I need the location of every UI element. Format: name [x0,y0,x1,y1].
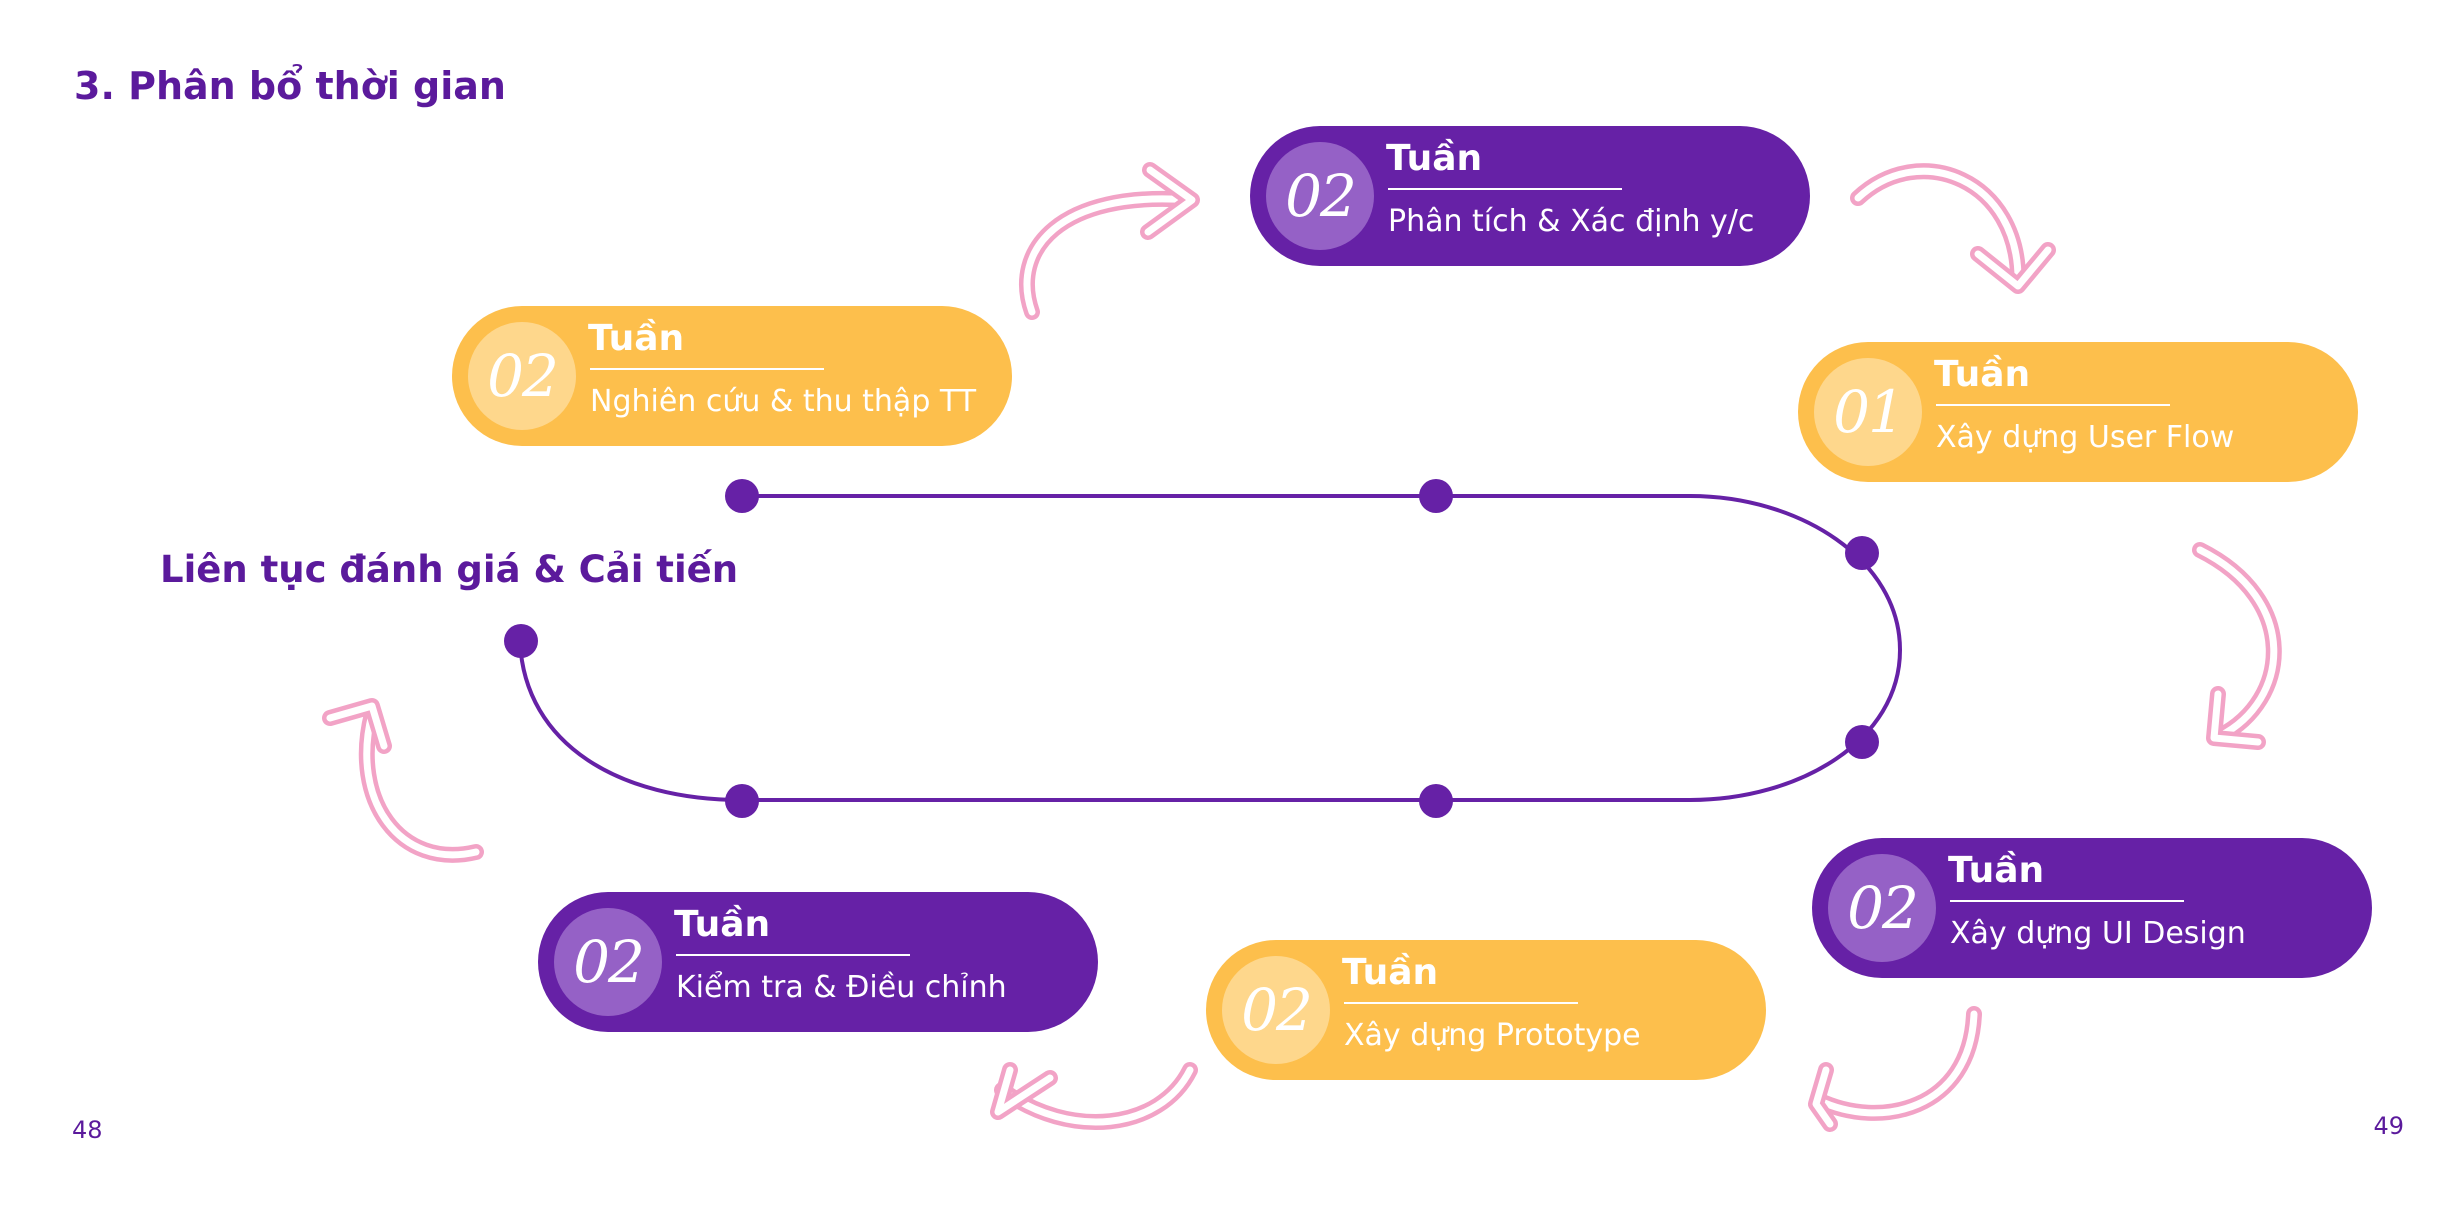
page-title: 3. Phân bổ thời gian [74,64,506,108]
step-label: Phân tích & Xác định y/c [1388,204,1755,239]
step-card-user-flow: 01 Tuần Xây dựng User Flow [1798,342,2358,482]
timeline-path [518,494,1903,802]
step-divider [1344,1002,1578,1004]
timeline-node [1845,725,1879,759]
step-card-testing: 02 Tuần Kiểm tra & Điều chỉnh [538,892,1098,1032]
curved-arrow-icon [1808,1006,1982,1132]
step-card-analysis: 02 Tuần Phân tích & Xác định y/c [1250,126,1810,266]
step-card-ui-design: 02 Tuần Xây dựng UI Design [1812,838,2372,978]
step-divider [1388,188,1622,190]
step-duration-badge: 02 [468,322,576,430]
curved-arrow-icon [322,698,484,863]
step-label: Xây dựng UI Design [1950,916,2246,951]
timeline-node [1845,536,1879,570]
page-number-right: 49 [2373,1112,2404,1140]
timeline-node [1419,479,1453,513]
curved-arrow-icon [990,1062,1198,1131]
step-duration-badge: 02 [1222,956,1330,1064]
step-unit: Tuần [1948,850,2045,891]
step-card-prototype: 02 Tuần Xây dựng Prototype [1206,940,1766,1080]
step-duration-badge: 02 [1266,142,1374,250]
step-label: Xây dựng User Flow [1936,420,2235,455]
step-duration-badge: 02 [1828,854,1936,962]
step-unit: Tuần [588,318,685,359]
curved-arrow-icon [1019,162,1200,320]
step-label: Xây dựng Prototype [1344,1018,1641,1053]
step-divider [1950,900,2184,902]
timeline-node [725,479,759,513]
timeline-node [504,624,538,658]
step-unit: Tuần [1386,138,1483,179]
step-label: Kiểm tra & Điều chỉnh [676,970,1007,1005]
step-unit: Tuần [1342,952,1439,993]
step-unit: Tuần [674,904,771,945]
cycle-label: Liên tục đánh giá & Cải tiến [160,548,739,591]
step-label: Nghiên cứu & thu thập TT [590,384,977,419]
page-number-left: 48 [72,1116,103,1144]
step-card-research: 02 Tuần Nghiên cứu & thu thập TT [452,306,1012,446]
curved-arrow-icon [1850,163,2056,294]
step-duration-badge: 01 [1814,358,1922,466]
step-divider [590,368,824,370]
timeline-node [725,784,759,818]
step-divider [1936,404,2170,406]
step-duration-badge: 02 [554,908,662,1016]
step-divider [676,954,910,956]
curved-arrow-icon [2192,542,2282,750]
timeline-node [1419,784,1453,818]
step-unit: Tuần [1934,354,2031,395]
